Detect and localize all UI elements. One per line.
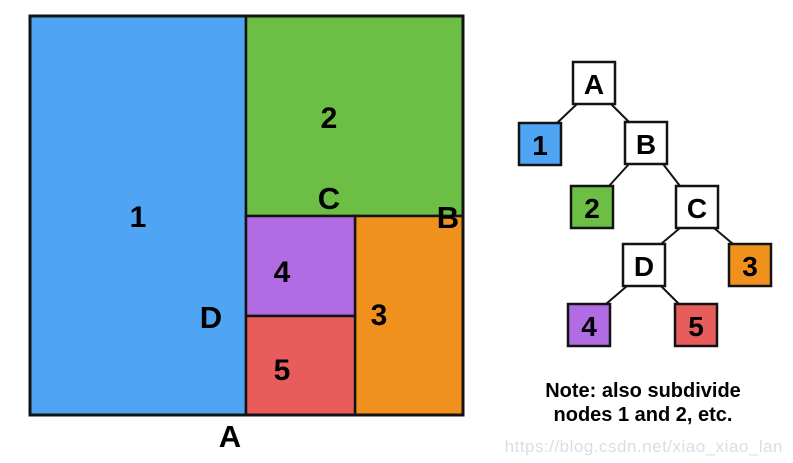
watermark: https://blog.csdn.net/xiao_xiao_lan <box>504 437 783 456</box>
tree-node-label-1: 1 <box>532 130 548 161</box>
tree-node-label-4: 4 <box>581 311 597 342</box>
tree-node-5 <box>673 302 719 348</box>
region-label-3: 3 <box>371 299 388 332</box>
tree-node-label-C: C <box>687 193 707 224</box>
note-text: Note: also subdivide nodes 1 and 2, etc. <box>545 379 741 427</box>
note-line-2: nodes 1 and 2, etc. <box>553 404 733 426</box>
tree-edge-D-5 <box>660 285 680 305</box>
tree-node-label-2: 2 <box>584 193 600 224</box>
tree-node-3 <box>727 242 773 288</box>
tree-node-label-3: 3 <box>742 251 758 282</box>
tree-edge-D-4 <box>605 285 628 305</box>
partition-outline <box>28 14 465 417</box>
region-label-1: 1 <box>130 201 147 234</box>
tree-node-2 <box>569 184 615 230</box>
region-label-4: 4 <box>274 256 291 289</box>
tree-edge-C-3 <box>713 227 734 245</box>
tree-edge-B-C <box>662 163 681 187</box>
tree-node-label-A: A <box>584 69 604 100</box>
tree-edge-A-1 <box>556 103 578 124</box>
split-label-C: C <box>318 181 340 216</box>
tree-edge-B-2 <box>608 163 630 187</box>
note-line-1: Note: also subdivide <box>545 380 741 402</box>
region-1 <box>28 14 248 417</box>
region-3 <box>353 214 465 417</box>
region-5 <box>244 314 357 417</box>
tree-node-D <box>621 242 667 288</box>
split-label-A: A <box>219 419 241 454</box>
region-2 <box>244 14 465 218</box>
split-label-D: D <box>200 300 222 335</box>
tree-edge-C-D <box>660 227 681 245</box>
region-4 <box>244 214 357 318</box>
tree-node-label-5: 5 <box>688 311 704 342</box>
tree-node-label-B: B <box>636 129 656 160</box>
tree-node-C <box>674 184 720 230</box>
tree-node-4 <box>566 302 612 348</box>
tree-node-1 <box>517 121 563 167</box>
tree-node-label-D: D <box>634 251 654 282</box>
tree-edge-A-B <box>610 103 630 123</box>
region-label-2: 2 <box>321 102 338 135</box>
region-label-5: 5 <box>274 354 291 387</box>
tree-node-B <box>623 120 669 166</box>
tree-node-A <box>571 60 617 106</box>
split-label-B: B <box>437 200 459 235</box>
